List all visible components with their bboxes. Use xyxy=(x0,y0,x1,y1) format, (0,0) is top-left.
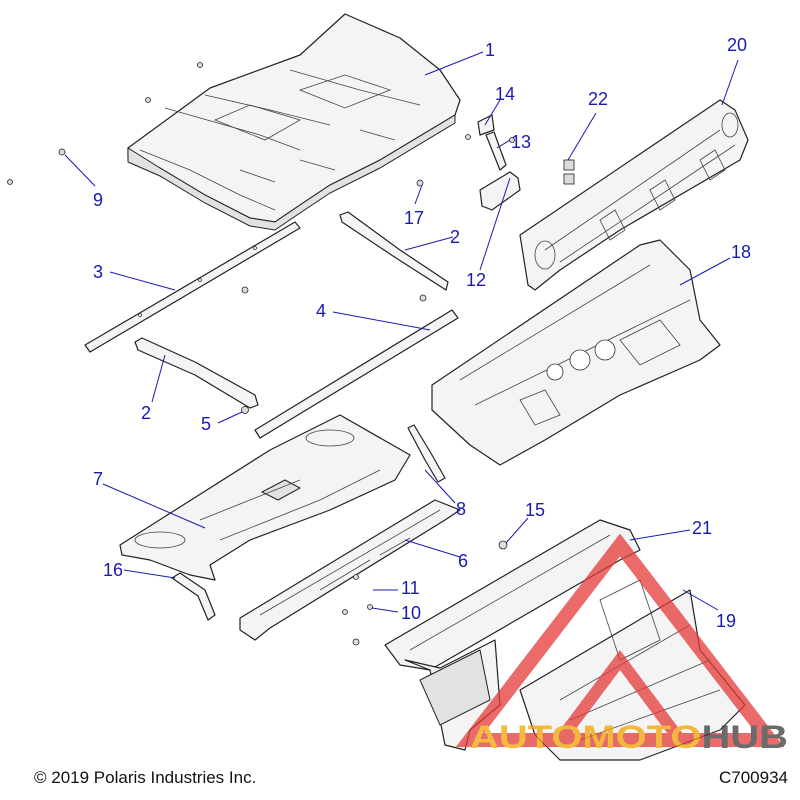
part-trim-16 xyxy=(171,572,216,621)
callout-12: 12 xyxy=(466,270,486,290)
leader-lines xyxy=(64,51,739,613)
callout-20: 20 xyxy=(727,35,747,55)
callout-14: 14 xyxy=(495,84,515,104)
part-panel xyxy=(239,499,461,641)
part-headliner xyxy=(119,414,411,581)
part-seal-left xyxy=(84,221,301,353)
part-firewall xyxy=(431,239,721,466)
callout-3: 3 xyxy=(93,262,103,282)
callout-9: 9 xyxy=(93,190,103,210)
callout-11: 11 xyxy=(401,578,420,598)
drawing-number: C700934 xyxy=(718,768,788,787)
part-trim-lower xyxy=(134,337,259,409)
callout-6: 6 xyxy=(458,551,468,571)
callouts: 1 2 3 4 5 7 8 9 12 13 14 17 18 20 22 6 1… xyxy=(93,35,751,631)
part-dash-frame xyxy=(519,99,749,291)
part-mirror xyxy=(477,114,521,211)
callout-10: 10 xyxy=(401,603,421,623)
part-trim-8 xyxy=(407,424,446,483)
part-roof xyxy=(127,13,461,231)
watermark-logo-triangle xyxy=(455,533,785,747)
callout-22: 22 xyxy=(588,89,608,109)
callout-17: 17 xyxy=(404,208,424,228)
callout-2-upper: 2 xyxy=(450,227,460,247)
callout-2-lower: 2 xyxy=(141,403,151,423)
fasteners xyxy=(7,62,515,646)
callout-7: 7 xyxy=(93,469,103,489)
copyright-text: © 2019 Polaris Industries Inc. xyxy=(34,768,257,787)
part-strip xyxy=(254,309,459,439)
part-clips xyxy=(563,159,575,185)
callout-21: 21 xyxy=(692,518,712,538)
callout-8: 8 xyxy=(456,499,466,519)
callout-4: 4 xyxy=(316,301,326,321)
callout-15: 15 xyxy=(525,500,545,520)
callout-13: 13 xyxy=(511,132,531,152)
callout-1: 1 xyxy=(485,40,495,60)
callout-16: 16 xyxy=(103,560,123,580)
part-trim-upper xyxy=(339,211,449,291)
callout-19: 19 xyxy=(716,611,736,631)
callout-18: 18 xyxy=(731,242,751,262)
callout-5: 5 xyxy=(201,414,211,434)
